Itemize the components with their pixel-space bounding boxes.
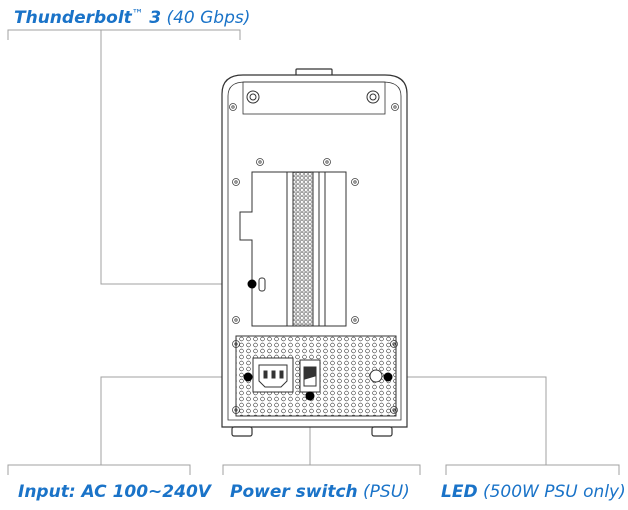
input-bracket: [7, 464, 191, 475]
psu-area: [235, 335, 397, 417]
led-bracket: [445, 464, 620, 475]
thunderbolt-label-bold: Thunderbolt: [14, 8, 132, 28]
thumb-screws: [246, 90, 380, 104]
vent-mesh: [292, 171, 314, 327]
thunderbolt-label: Thunderbolt™ 3 (40 Gbps): [14, 8, 250, 27]
callout-dots: [243, 279, 393, 401]
thunderbolt-speed: (40 Gbps): [166, 8, 251, 28]
callout-lines: [7, 29, 620, 475]
input-label: Input: AC 100~240V: [18, 484, 211, 501]
led-indicator: [369, 369, 383, 383]
thunderbolt-port: [258, 277, 266, 292]
trademark-symbol: ™: [131, 7, 144, 21]
power-bracket: [222, 464, 421, 475]
power-switch-label-bold: Power switch: [230, 482, 358, 502]
right-foot: [371, 426, 393, 437]
led-label-note: (500W PSU only): [482, 482, 626, 502]
power-switch-label: Power switch (PSU): [230, 484, 410, 501]
led-leader: [388, 376, 547, 465]
led-label: LED (500W PSU only): [441, 484, 626, 501]
power-switch-label-note: (PSU): [363, 482, 410, 502]
input-label-bold: Input: AC 100~240V: [18, 482, 211, 502]
pcie-slot-area: [239, 171, 347, 327]
thunderbolt-bracket: [7, 29, 241, 40]
input-leader: [100, 376, 248, 465]
led-label-bold: LED: [441, 482, 478, 502]
thunderbolt-leader: [100, 30, 252, 285]
thunderbolt-version: 3: [149, 8, 162, 28]
left-foot: [231, 426, 253, 437]
